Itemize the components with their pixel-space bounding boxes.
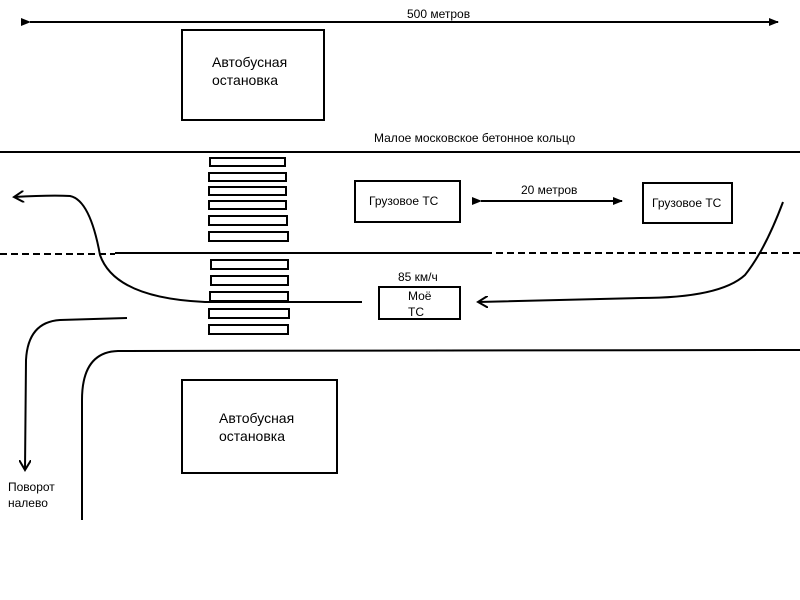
crosswalk-stripe	[208, 200, 287, 210]
my-vehicle: Моё ТС	[378, 286, 461, 320]
road-edge-bottom	[81, 349, 800, 520]
truck-right: Грузовое ТС	[642, 182, 733, 224]
overtake-path	[478, 201, 784, 302]
crosswalk-stripe	[208, 215, 288, 226]
turn-left-label-line2: налево	[8, 496, 48, 510]
bus-stop-top-line2: остановка	[212, 72, 279, 88]
truck-left: Грузовое ТС	[354, 180, 461, 223]
turn-left-label-line1: Поворот	[8, 480, 55, 494]
crosswalk-stripe	[208, 172, 287, 182]
truck-left-label: Грузовое ТС	[369, 194, 439, 208]
crosswalk-stripe	[209, 291, 289, 302]
gap-distance-label: 20 метров	[521, 183, 578, 197]
bus-stop-bottom-line1: Автобусная	[219, 410, 295, 426]
bus-stop-bottom-line2: остановка	[219, 428, 286, 444]
bus-stop-top: Автобусная остановка	[181, 29, 325, 121]
crosswalk-stripe	[208, 186, 287, 196]
crosswalk-stripe	[208, 231, 289, 242]
crosswalk-stripe	[209, 157, 286, 167]
crosswalk	[208, 157, 290, 335]
my-vehicle-speed: 85 км/ч	[398, 270, 438, 284]
bus-stop-top-line1: Автобусная	[212, 54, 288, 70]
crosswalk-stripe	[208, 324, 289, 335]
crosswalk-stripe	[210, 259, 289, 270]
road-name-label: Малое московское бетонное кольцо	[374, 131, 576, 145]
bus-stop-bottom: Автобусная остановка	[181, 379, 338, 474]
side-road-edge-left	[25, 317, 128, 470]
crosswalk-stripe	[210, 275, 289, 286]
crosswalk-stripe	[208, 308, 290, 319]
u-turn-path	[14, 196, 362, 303]
my-vehicle-line2: ТС	[408, 305, 424, 319]
my-vehicle-line1: Моё	[408, 289, 432, 303]
distance-label-500m: 500 метров	[407, 7, 471, 21]
truck-right-label: Грузовое ТС	[652, 196, 722, 210]
